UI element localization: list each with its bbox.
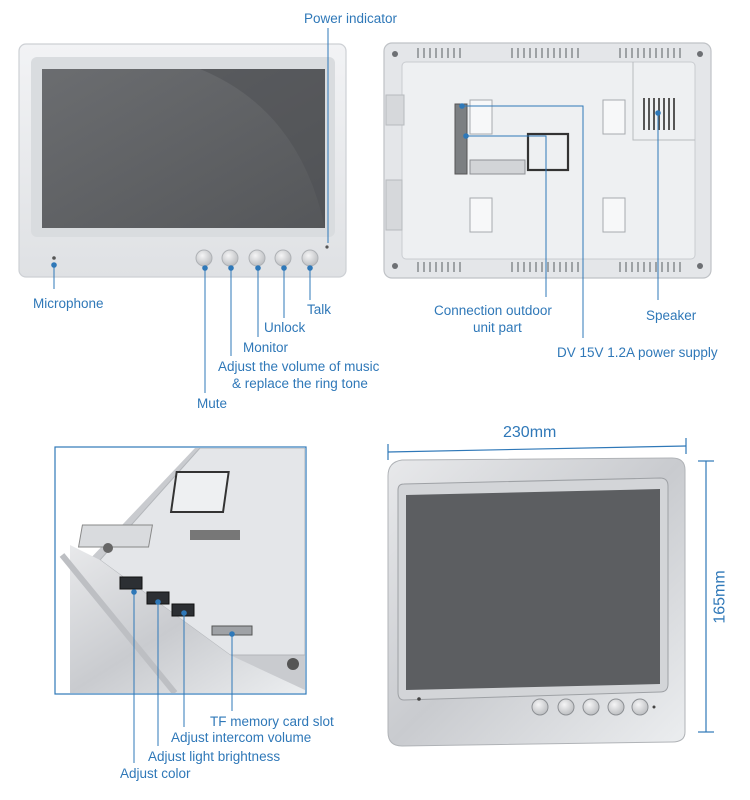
label-unlock: Unlock [264, 320, 306, 335]
perspective-view [387, 438, 714, 747]
perspective-screen [406, 489, 660, 690]
intercom-port [171, 603, 195, 617]
screen-reflection [200, 69, 325, 228]
label-power-supply: DV 15V 1.2A power supply [557, 345, 718, 360]
label-power-indicator: Power indicator [304, 11, 398, 26]
label-tf-slot: TF memory card slot [210, 714, 334, 729]
label-volume-line1: Adjust the volume of music [218, 359, 380, 374]
label-microphone: Microphone [33, 296, 104, 311]
label-speaker: Speaker [646, 308, 697, 323]
closeup-view [54, 446, 307, 763]
power-led [325, 245, 329, 249]
connection-leader [466, 135, 547, 297]
dimension-width: 230mm [503, 424, 557, 441]
dimension-height: 165mm [711, 570, 729, 624]
label-monitor: Monitor [243, 340, 289, 355]
back-view [383, 42, 712, 338]
label-adjust-color: Adjust color [120, 766, 191, 781]
mute-icon [195, 249, 213, 267]
label-volume-line2: & replace the ring tone [232, 376, 368, 391]
power-supply-leader [462, 105, 584, 338]
back-inner [401, 61, 696, 260]
connector-terminals [454, 103, 468, 175]
color-port [119, 576, 143, 590]
label-intercom-volume: Adjust intercom volume [171, 730, 312, 745]
monitor-icon [248, 249, 266, 267]
talk-icon [301, 249, 319, 267]
width-dimension-line [387, 445, 687, 453]
label-connection-line1: Connection outdoor [434, 303, 552, 318]
perspective-buttons [531, 698, 649, 716]
power-socket [526, 132, 570, 172]
music-note-icon [221, 249, 239, 267]
key-icon [274, 249, 292, 267]
microphone-hole [52, 256, 56, 260]
label-mute: Mute [197, 396, 228, 411]
label-talk: Talk [307, 302, 332, 317]
label-light-brightness: Adjust light brightness [148, 749, 281, 764]
front-view [18, 28, 347, 393]
label-connection-line2: unit part [473, 320, 522, 335]
